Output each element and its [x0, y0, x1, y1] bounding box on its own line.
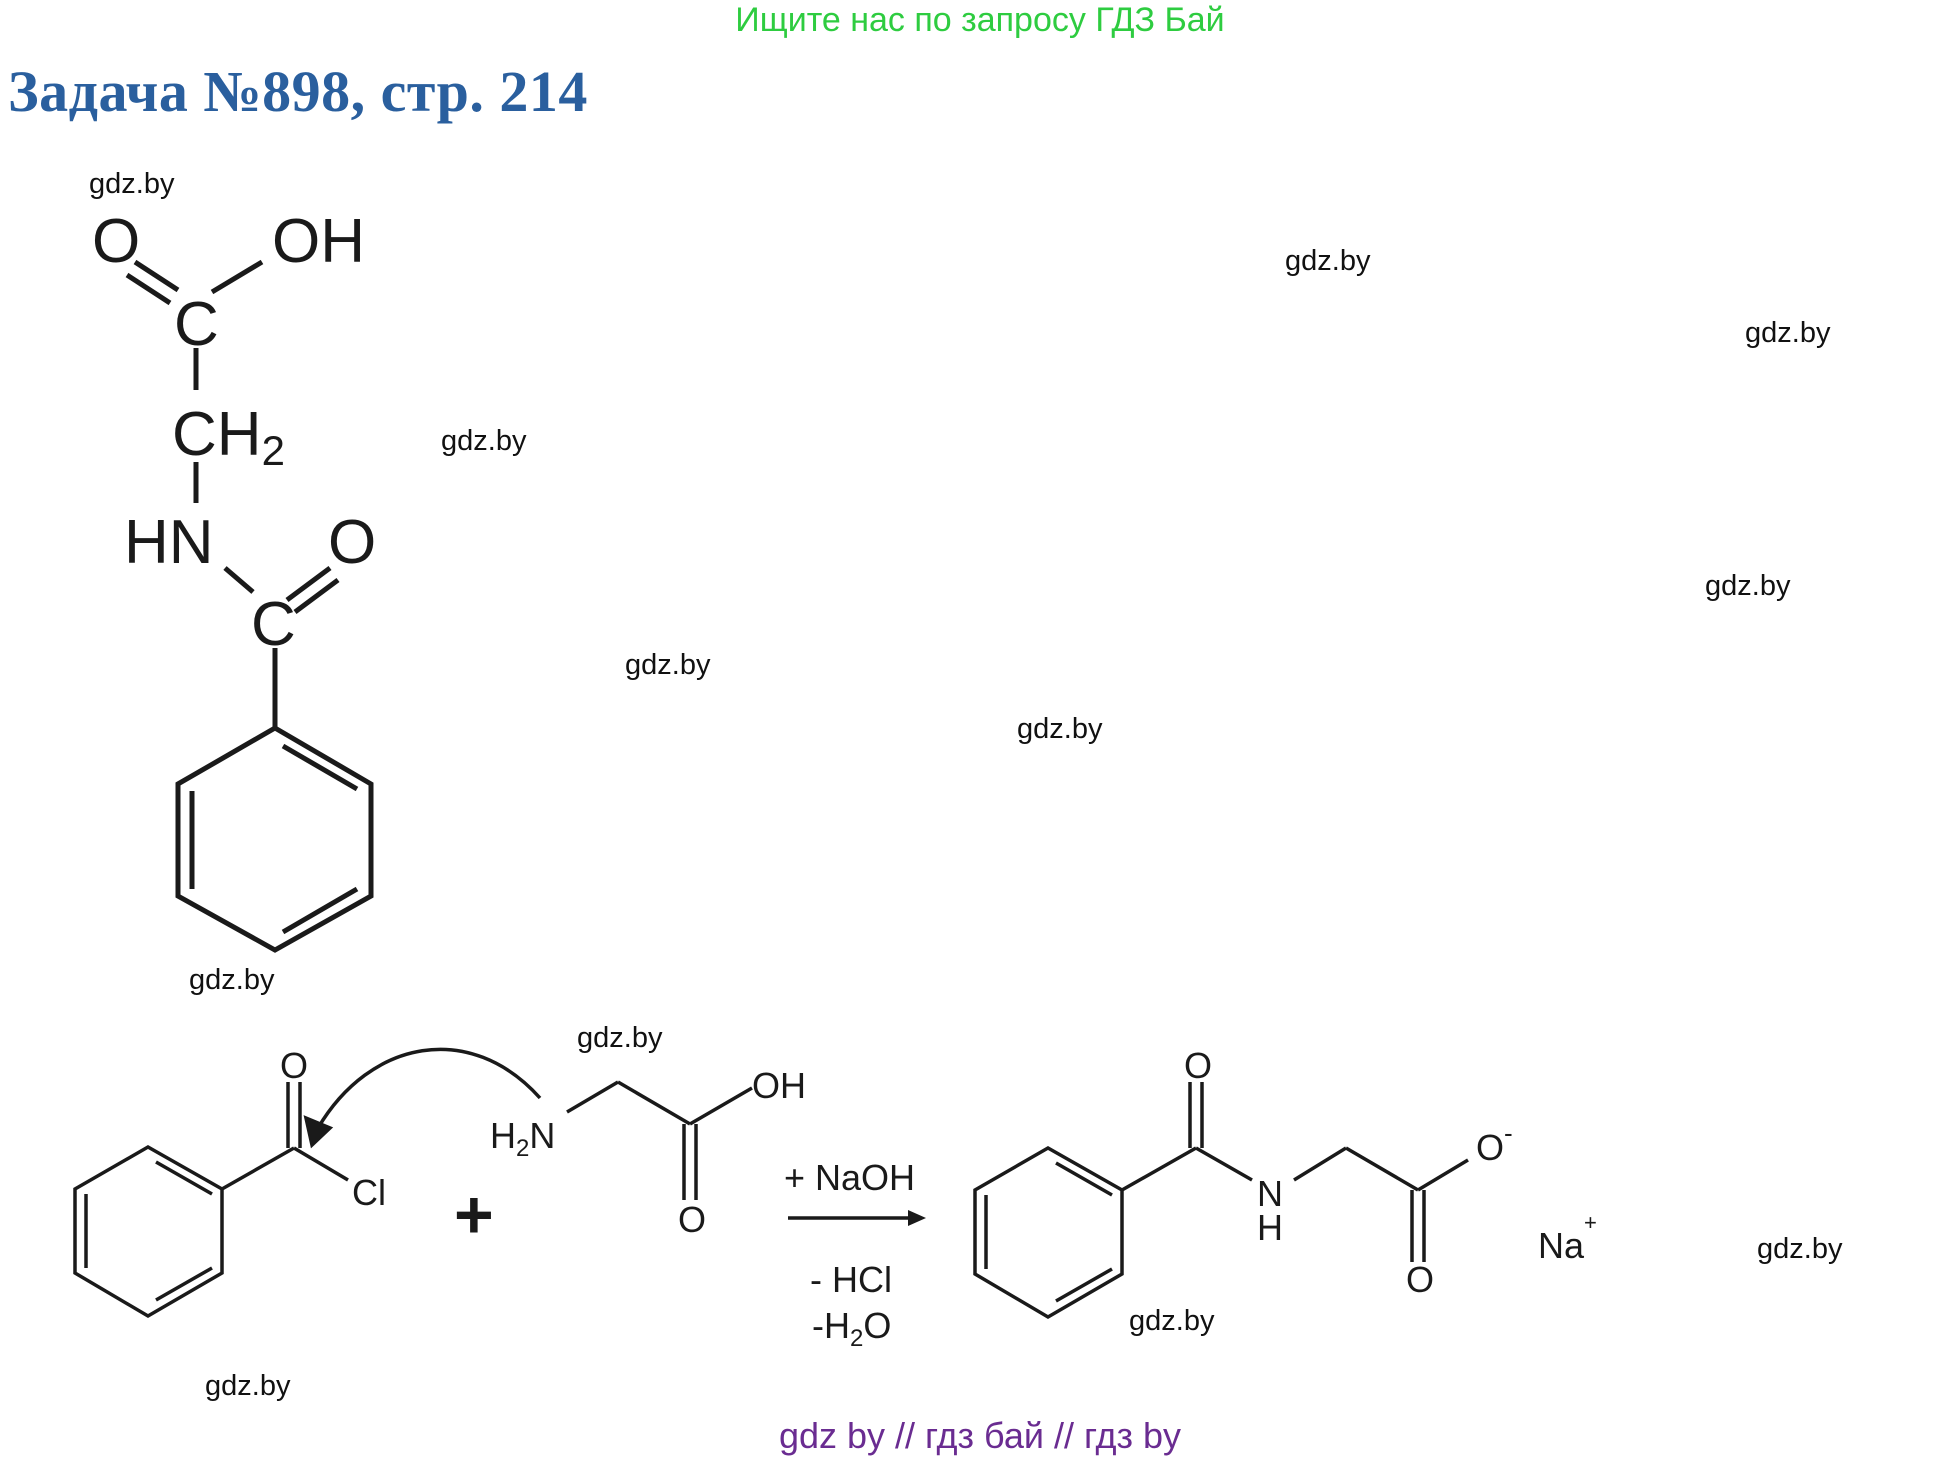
- plus-sign: +: [454, 1177, 494, 1253]
- bond-double-co: [125, 272, 172, 306]
- aromatic-bond: [155, 1266, 213, 1302]
- bond-c-c: [1345, 1146, 1419, 1192]
- atom-o: O: [1406, 1259, 1434, 1300]
- sodium-hippurate-structure: [973, 1082, 1469, 1320]
- atom-oh: OH: [272, 207, 365, 276]
- aromatic-bond: [281, 886, 359, 935]
- page-title: Задача №898, стр. 214: [8, 59, 588, 124]
- sodium-ion: Na+: [1538, 1210, 1597, 1266]
- bond-c-oh: [689, 1086, 753, 1126]
- watermark: gdz.by: [625, 649, 711, 681]
- footer-links: gdz by // гдз бай // гдз by: [778, 1415, 1182, 1456]
- watermark: gdz.by: [577, 1022, 663, 1054]
- benzoyl-chloride-structure: [73, 1047, 542, 1319]
- bond-c-c: [617, 1080, 691, 1126]
- hippuric-acid-structure: O OH C CH2 HN O C: [92, 207, 376, 953]
- bond-double-co2: [293, 577, 340, 615]
- bond-n-c: [566, 1080, 619, 1114]
- atom-c: C: [174, 290, 219, 359]
- atom-h: H: [1257, 1207, 1283, 1248]
- condition-byproduct: - HCl: [810, 1259, 892, 1300]
- watermark: gdz.by: [1017, 713, 1103, 745]
- atom-o: O: [678, 1199, 706, 1240]
- arrowhead: [908, 1210, 926, 1226]
- bond-c-cl: [293, 1146, 349, 1182]
- condition-reagent: + NaOH: [784, 1157, 915, 1198]
- bond-c-oh: [210, 259, 264, 295]
- bond-c-n: [1195, 1146, 1253, 1182]
- bond-n-c: [1293, 1146, 1347, 1182]
- watermark: gdz.by: [1745, 317, 1831, 349]
- reaction-scheme: O Cl + H2N OH O + NaOH - HCl -H2O: [73, 1045, 1597, 1352]
- bond-double-co: [133, 259, 180, 293]
- atom-hn: HN: [124, 508, 214, 577]
- watermark: gdz.by: [89, 168, 175, 200]
- atom-n: N: [1257, 1173, 1283, 1214]
- atom-cl: Cl: [352, 1172, 386, 1213]
- watermark: gdz.by: [1129, 1305, 1215, 1337]
- aromatic-bond: [1055, 1161, 1113, 1197]
- atom-ch2: CH2: [172, 400, 285, 474]
- atom-h2n: H2N: [490, 1115, 555, 1162]
- atom-oh: OH: [752, 1065, 806, 1106]
- bond-ring-c: [221, 1146, 295, 1191]
- watermark: gdz.by: [1285, 245, 1371, 277]
- benzene-ring: [175, 725, 374, 953]
- bond-ring-c: [1121, 1146, 1197, 1192]
- watermark: gdz.by: [1705, 570, 1791, 602]
- aromatic-bond: [281, 743, 359, 792]
- mechanism-arrow: [316, 1047, 542, 1129]
- benzene-ring: [73, 1144, 224, 1319]
- bond-double-co2: [285, 565, 332, 603]
- atom-o: O: [1184, 1045, 1212, 1086]
- aromatic-bond: [155, 1160, 213, 1196]
- bond-c-o: [1417, 1158, 1469, 1192]
- atom-c: C: [251, 590, 296, 659]
- atom-o: O: [280, 1045, 308, 1086]
- watermark: gdz.by: [205, 1370, 291, 1402]
- watermark: gdz.by: [1757, 1233, 1843, 1265]
- bond-n-c: [223, 566, 255, 594]
- aromatic-bond: [1055, 1267, 1113, 1303]
- atom-o-minus: O-: [1476, 1118, 1513, 1168]
- condition-byproduct: -H2O: [812, 1305, 891, 1352]
- arrowhead: [303, 1115, 334, 1149]
- atom-o: O: [92, 207, 140, 276]
- benzene-ring: [973, 1145, 1124, 1320]
- atom-o: O: [328, 508, 376, 577]
- search-banner: Ищите нас по запросу ГДЗ Бай: [735, 1, 1225, 39]
- watermark: gdz.by: [189, 964, 275, 996]
- glycine-structure: [566, 1080, 753, 1200]
- watermark: gdz.by: [441, 425, 527, 457]
